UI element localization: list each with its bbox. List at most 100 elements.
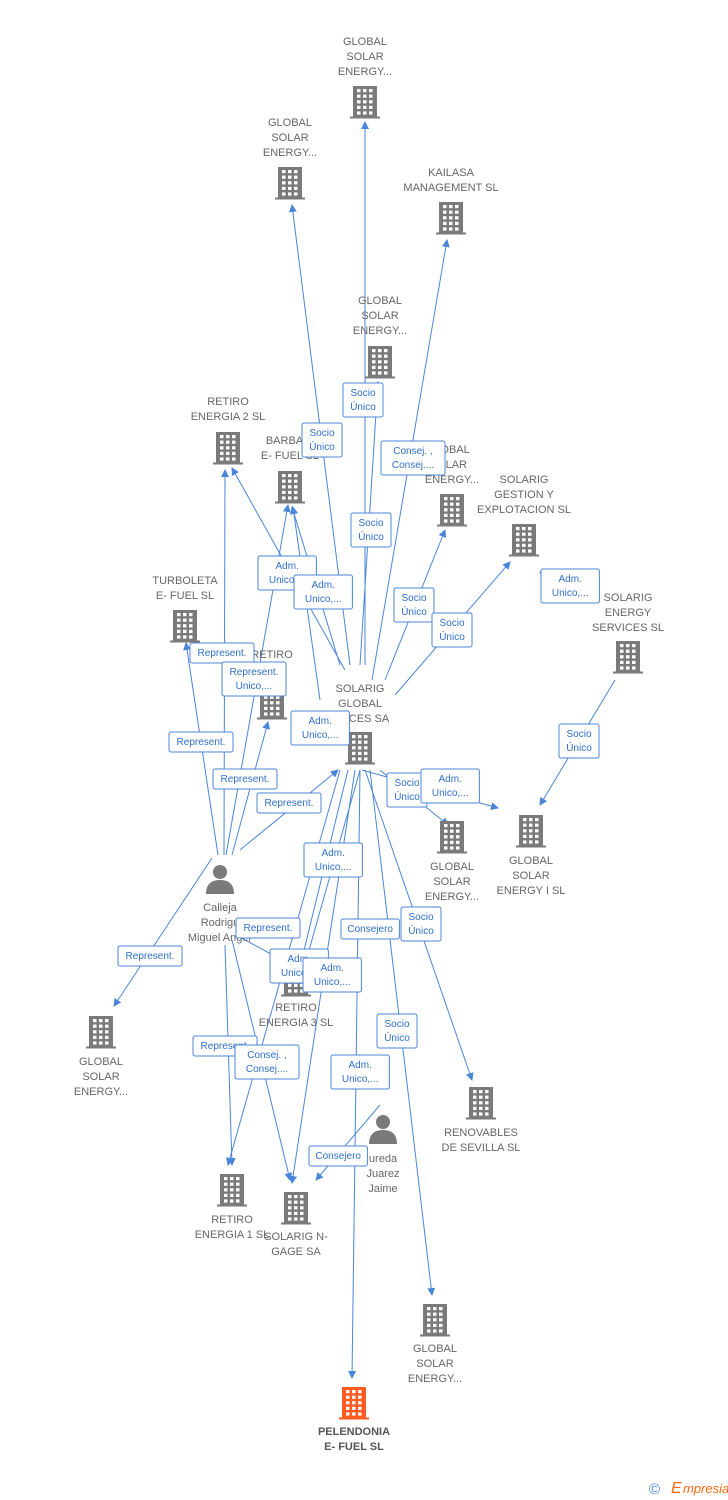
building-icon <box>509 524 539 557</box>
edge-label[interactable]: Consejero <box>340 918 400 940</box>
company-node[interactable]: GLOBALSOLARENERGY... <box>408 1304 462 1385</box>
edge-label[interactable]: Represent. Unico,... <box>221 661 287 697</box>
edge-label-text: Único <box>566 741 592 754</box>
node-label-line: DE SEVILLA SL <box>442 1142 521 1154</box>
node-label-line: ENERGIA 1 SL <box>195 1229 270 1241</box>
edge-label[interactable]: Represent. <box>189 642 255 664</box>
edge-label-text: Consejero <box>315 1151 361 1162</box>
edge-label[interactable]: Adm.Unico,... <box>540 568 600 604</box>
node-label-line: SOLAR <box>433 876 470 888</box>
edge-label-text: Consej.... <box>392 460 434 471</box>
edge-label-text: Socio <box>350 388 375 399</box>
node-label-line: Rodrigu <box>201 917 240 929</box>
edge-label-text: Unico,... <box>315 862 352 873</box>
company-node[interactable]: SOLARIG N-GAGE SA <box>264 1192 328 1258</box>
node-label-line: ENERGY... <box>425 474 479 486</box>
edge-label-text: Represent. <box>198 648 247 659</box>
edge-label-text: Unico,... <box>236 681 273 692</box>
edge-label-box <box>558 723 600 759</box>
building-icon <box>345 732 375 765</box>
edge-label-text: Único <box>439 630 465 643</box>
node-label-line: SOLAR <box>346 51 383 63</box>
edge-label[interactable]: Represent. <box>256 792 322 814</box>
edge-label[interactable]: Consejero <box>308 1145 368 1167</box>
edge-label-box <box>302 957 362 993</box>
node-label-line: EXPLOTACION SL <box>477 504 571 516</box>
edge-label-text: Adm. <box>559 574 582 585</box>
edge-label[interactable]: Adm. Unico,... <box>290 710 350 746</box>
company-node[interactable]: GLOBALSOLARENERGY... <box>74 1016 128 1098</box>
node-label-line: SOLARIG <box>336 683 385 695</box>
node-label-line: ENERGY I SL <box>497 885 566 897</box>
edge-label-box <box>235 917 301 939</box>
edge-label-text: Represent. <box>244 923 293 934</box>
edge-label[interactable]: Consej. ,Consej.... <box>234 1044 300 1080</box>
company-node[interactable]: GLOBALSOLARENERGY... <box>338 36 392 119</box>
node-label-line: GAGE SA <box>271 1246 321 1258</box>
node-label-line: ENERGY... <box>338 66 392 78</box>
edge-label-box <box>117 945 183 967</box>
node-label-line: ENERGY... <box>263 147 317 159</box>
building-icon <box>437 494 467 527</box>
edge-label-text: Represent. <box>126 951 175 962</box>
edge-label-text: Socio <box>566 729 591 740</box>
edge-label[interactable]: Adm.Unico,... <box>302 957 362 993</box>
edge-label[interactable]: Adm.Unico,... <box>330 1054 390 1090</box>
node-label-line: E- FUEL SL <box>324 1441 384 1453</box>
edge-label-text: Adm. <box>439 774 462 785</box>
edge-label[interactable]: Adm.Unico,... <box>420 768 480 804</box>
edge-label-box <box>293 574 353 610</box>
edge-label-box <box>303 842 363 878</box>
node-label-line: ENERGIA 2 SL <box>191 411 266 423</box>
building-icon <box>437 821 467 854</box>
company-node[interactable]: GLOBALSOLARENERGY... <box>263 117 317 200</box>
edge-label-text: Represent. <box>230 667 279 678</box>
edge-label-text: Represent. <box>201 1041 250 1052</box>
edge-label-box <box>342 382 384 418</box>
edge-label-text: Consej.... <box>246 1064 288 1075</box>
edge-label-text: Adm. <box>309 716 332 727</box>
node-label-line: TURBOLETA <box>152 575 218 587</box>
edge-label-text: Socio <box>394 778 419 789</box>
edge-label-text: Represent. <box>221 774 270 785</box>
node-label-line: ENERGY... <box>425 891 479 903</box>
edge-label[interactable]: Adm.Unico,... <box>303 842 363 878</box>
edge-label[interactable]: Represent. <box>168 731 234 753</box>
edge-label[interactable]: Represent. <box>117 945 183 967</box>
node-label-line: KAILASA <box>428 167 475 179</box>
company-node[interactable]: GLOBALSOLARENERGY... <box>353 295 407 379</box>
edge-label-box <box>221 661 287 697</box>
edge-label-text: Unico,... <box>302 730 339 741</box>
node-label-line: SOLAR <box>82 1071 119 1083</box>
person-icon <box>206 865 234 894</box>
edge-label-text: Único <box>309 440 335 453</box>
edge-label[interactable]: Consej. , Consej.... <box>380 440 446 476</box>
person-icon <box>369 1115 397 1144</box>
company-node[interactable]: GLOBALSOLARENERGY... <box>425 821 479 903</box>
edge-label-text: Consej. , <box>393 446 432 457</box>
edge-label-text: Socio <box>358 518 383 529</box>
edge-label[interactable]: Represent. <box>212 768 278 790</box>
edge-label[interactable]: Adm.Unico,... <box>293 574 353 610</box>
edge-label[interactable]: Represent. <box>235 917 301 939</box>
edge-line <box>315 1104 381 1181</box>
